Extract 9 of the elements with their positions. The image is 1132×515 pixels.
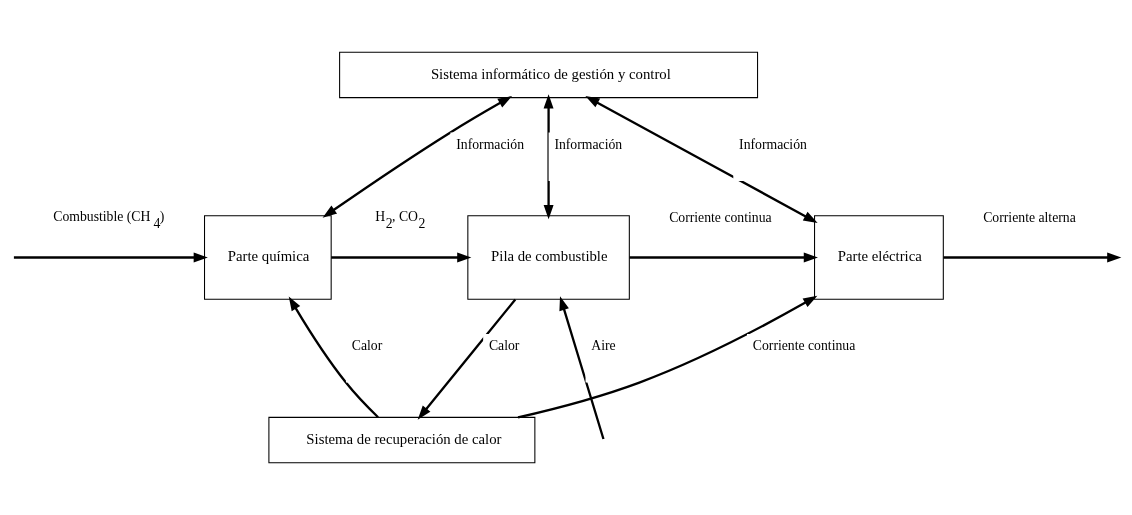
edge-label: Corriente continua bbox=[669, 210, 772, 226]
edge-label: Calor bbox=[488, 338, 520, 354]
edge-label: Corriente continua bbox=[752, 338, 856, 354]
edge-label: Información bbox=[456, 136, 525, 152]
edge-label: Corriente alterna bbox=[983, 210, 1076, 226]
edge-label: Información bbox=[739, 136, 807, 152]
edge-label: Aire bbox=[591, 338, 616, 354]
edge-label: Información bbox=[554, 136, 623, 152]
edge-label: Calor bbox=[351, 338, 383, 354]
